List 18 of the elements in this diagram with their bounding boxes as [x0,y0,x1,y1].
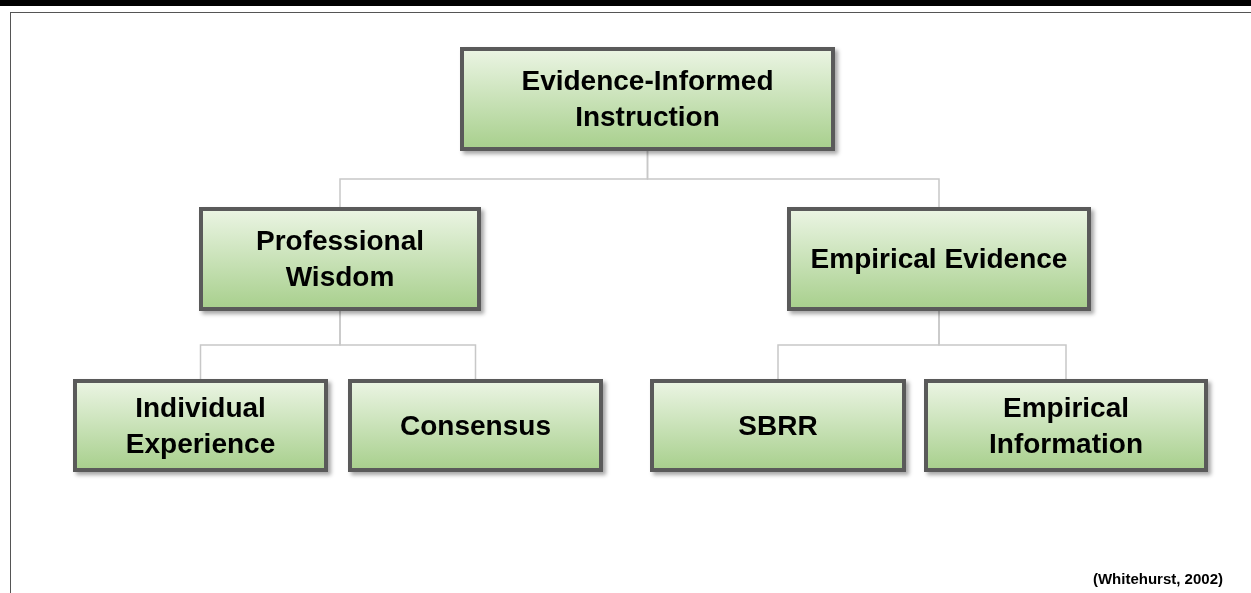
box-label: SBRR [738,408,818,443]
connector-line [938,310,1067,380]
connector-line [646,150,940,208]
box-label: Consensus [400,408,551,443]
category-box [199,207,481,311]
category-box [650,379,906,472]
category-box [924,379,1208,472]
citation-text: (Whitehurst, 2002) [1092,569,1223,589]
connector-line [339,310,477,380]
box-label: Evidence-Informed Instruction [520,64,775,134]
box-label: Empirical Evidence [810,242,1068,276]
category-box [460,47,835,151]
box-label: Professional Wisdom [254,224,426,294]
category-box [348,379,603,472]
box-label: Individual Experience [124,390,277,461]
category-box [787,207,1091,311]
box-label: Empirical Information [988,390,1144,461]
category-box [73,379,328,472]
